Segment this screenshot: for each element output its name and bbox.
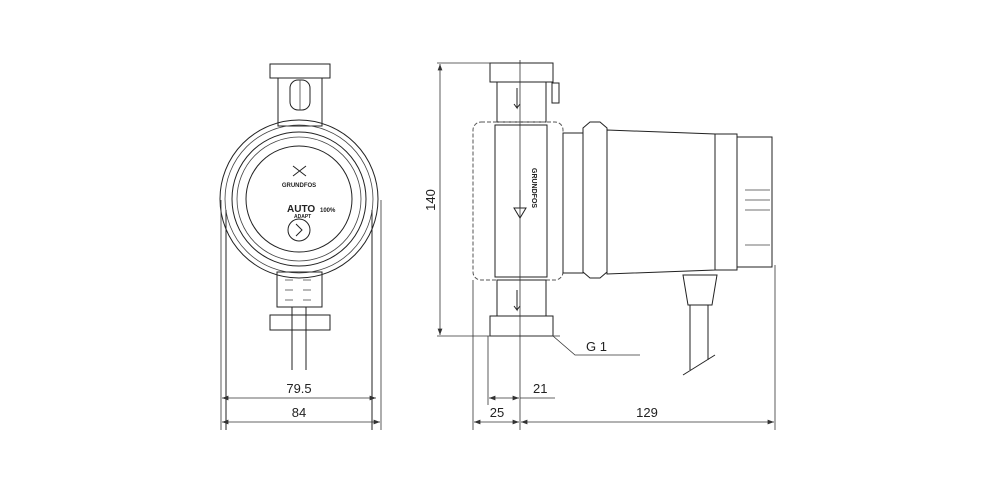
motor-body [606,129,716,275]
mode-label: AUTO [287,204,315,215]
dimension-21-label: 21 [533,381,547,396]
side-view: GRUNDFOS [472,62,773,376]
flow-arrow-icon [513,290,521,312]
side-brand-label: GRUNDFOS [530,168,537,208]
bottom-pipe [496,279,547,317]
grundfos-logo-icon [292,165,307,177]
dimension-79-5-label: 79.5 [286,381,311,396]
flow-arrow-icon [513,88,521,110]
side-dimensions: 140 G 1 21 25 129 [423,60,776,430]
cable-gland [682,274,718,306]
top-nut [269,63,331,79]
front-dimensions: 79.5 84 [220,200,382,430]
dimension-129-label: 129 [636,405,658,420]
end-cap [736,136,773,268]
pump-housing [472,121,564,281]
bottom-nut [269,314,331,331]
top-pipe [277,77,323,127]
speed-label: 100% [320,208,336,214]
dimension-84-label: 84 [292,405,306,420]
bottom-nut [489,315,554,337]
top-pipe [496,81,547,123]
thread-label: G 1 [586,339,607,354]
dimension-140-label: 140 [423,189,438,211]
outer-housing [219,119,379,279]
dimension-25-label: 25 [490,405,504,420]
cable-gland [276,271,323,308]
select-button [287,218,311,242]
front-brand-label: GRUNDFOS [282,183,316,189]
motor-flange [582,121,608,279]
chevron-right-icon [295,223,303,237]
mode-sub-label: ADAPT [294,214,311,220]
control-panel [245,145,353,253]
top-nut [489,62,554,83]
thread-leader [552,335,640,356]
front-view: GRUNDFOS AUTO ADAPT 100% [219,63,379,430]
